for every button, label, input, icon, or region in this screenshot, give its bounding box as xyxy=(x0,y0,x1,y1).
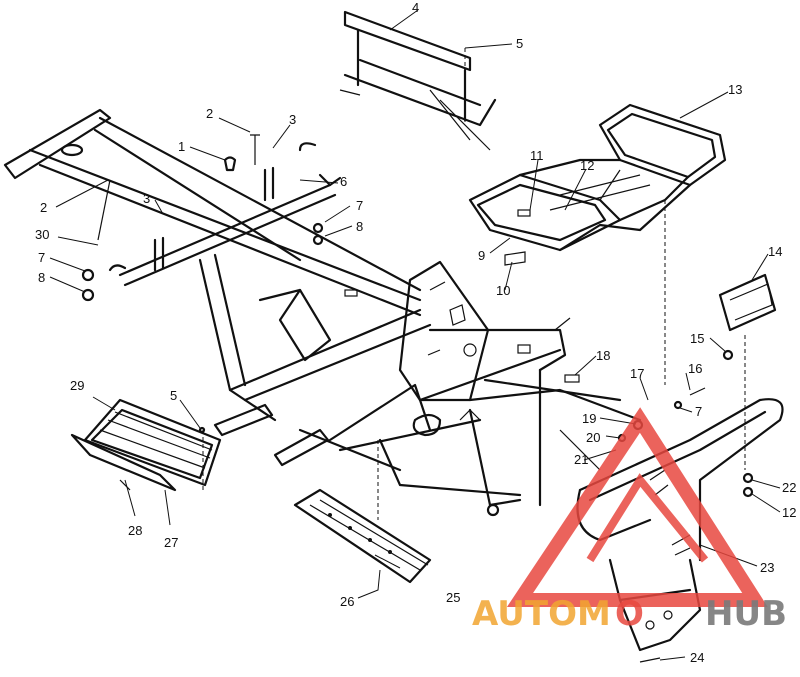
callout-6: 6 xyxy=(340,174,347,189)
callout-14: 14 xyxy=(768,244,782,259)
callout-12: 12 xyxy=(580,158,594,173)
callout-11: 11 xyxy=(530,148,544,163)
callout-3: 3 xyxy=(289,112,296,127)
callout-7: 7 xyxy=(695,404,702,419)
headlight xyxy=(718,273,777,332)
callout-27: 27 xyxy=(164,535,178,550)
callout-10: 10 xyxy=(496,283,510,298)
seat-bracket-inset xyxy=(339,10,497,151)
callout-5: 5 xyxy=(170,388,177,403)
callout-1: 1 xyxy=(178,139,185,154)
callout-8: 8 xyxy=(356,219,363,234)
callout-17: 17 xyxy=(630,366,644,381)
callout-13: 13 xyxy=(728,82,742,97)
callout-3: 3 xyxy=(143,191,150,206)
callout-4: 4 xyxy=(412,0,419,15)
callout-21: 21 xyxy=(574,452,588,467)
callout-18: 18 xyxy=(596,348,610,363)
callout-15: 15 xyxy=(690,331,704,346)
callout-2: 2 xyxy=(40,200,47,215)
callout-7: 7 xyxy=(356,198,363,213)
fasteners xyxy=(81,134,754,663)
skid-plate xyxy=(293,488,432,584)
callout-9: 9 xyxy=(478,248,485,263)
watermark-logo: AUTOM O HUB xyxy=(472,407,787,634)
callout-30: 30 xyxy=(35,227,49,242)
callout-24: 24 xyxy=(690,650,704,665)
callout-5: 5 xyxy=(516,36,523,51)
watermark-text-right: HUB xyxy=(705,594,787,634)
callout-labels: 4 5 13 2 3 1 11 12 6 3 2 7 8 30 9 14 7 8… xyxy=(35,0,796,665)
footrest xyxy=(70,398,222,492)
callout-19: 19 xyxy=(582,411,596,426)
callout-12: 12 xyxy=(782,505,796,520)
callout-2: 2 xyxy=(206,106,213,121)
callout-23: 23 xyxy=(760,560,774,575)
watermark-text-mid: O xyxy=(615,594,644,634)
callout-28: 28 xyxy=(128,523,142,538)
callout-26: 26 xyxy=(340,594,354,609)
leader-lines xyxy=(49,9,781,661)
callout-7: 7 xyxy=(38,250,45,265)
callout-25: 25 xyxy=(446,590,460,605)
rear-rack xyxy=(468,103,727,266)
callout-22: 22 xyxy=(782,480,796,495)
callout-20: 20 xyxy=(586,430,600,445)
callout-29: 29 xyxy=(70,378,84,393)
watermark-text-left: AUTOM xyxy=(472,594,611,634)
main-frame xyxy=(3,108,642,517)
callout-8: 8 xyxy=(38,270,45,285)
callout-16: 16 xyxy=(688,361,702,376)
watermark-triangle xyxy=(506,407,768,607)
